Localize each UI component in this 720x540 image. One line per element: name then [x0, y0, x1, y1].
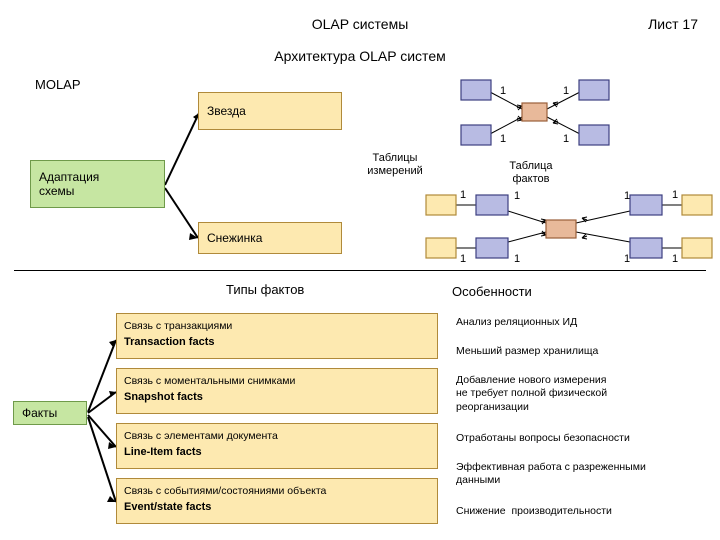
- fact-type-card[interactable]: Связь с элементами документа Line-Item f…: [116, 423, 438, 469]
- svg-text:1: 1: [672, 253, 678, 265]
- fact-type-card[interactable]: Связь с событиями/состояниями объекта Ev…: [116, 478, 438, 524]
- fact-type-ru: Связь с элементами документа: [124, 430, 278, 442]
- box-snowflake-schema[interactable]: Снежинка: [198, 222, 342, 254]
- star-schema-diagram: 1 1 1 1: [460, 79, 610, 146]
- svg-text:1: 1: [624, 190, 630, 202]
- fact-type-en: Line-Item facts: [124, 446, 202, 458]
- svg-text:1: 1: [563, 85, 569, 97]
- feature-item: Снижение производительности: [456, 505, 612, 517]
- svg-text:1: 1: [460, 253, 466, 265]
- feature-item: Отработаны вопросы безопасности: [456, 432, 630, 444]
- svg-text:1: 1: [514, 253, 520, 265]
- page-subtitle: Архитектура OLAP систем: [274, 48, 446, 64]
- svg-text:1: 1: [514, 190, 520, 202]
- fact-type-ru: Связь с событиями/состояниями объекта: [124, 485, 327, 497]
- label-dimension-tables: Таблицы измерений: [367, 152, 423, 177]
- fact-type-ru: Связь с транзакциями: [124, 320, 233, 332]
- feature-item: Меньший размер хранилища: [456, 345, 599, 357]
- label-fact-types: Типы фактов: [226, 282, 305, 297]
- snowflake-schema-diagram: 1 1 1 1 1 1 1 1: [425, 189, 713, 265]
- fact-type-en: Event/state facts: [124, 501, 212, 513]
- box-snowflake-schema-label: Снежинка: [207, 231, 263, 245]
- box-facts[interactable]: Факты: [13, 401, 87, 425]
- box-schema-adaptation[interactable]: Адаптация схемы: [30, 160, 165, 208]
- svg-text:1: 1: [500, 85, 506, 97]
- label-features: Особенности: [452, 284, 532, 299]
- svg-text:1: 1: [672, 189, 678, 201]
- feature-item: Добавление нового измерения не требует п…: [456, 374, 608, 413]
- svg-text:1: 1: [624, 253, 630, 265]
- feature-item: Эффективная работа с разреженными данным…: [456, 461, 646, 487]
- box-schema-adaptation-label: Адаптация схемы: [39, 170, 100, 198]
- label-fact-table: Таблица фактов: [509, 160, 553, 185]
- box-star-schema-label: Звезда: [207, 104, 246, 118]
- fact-type-ru: Связь с моментальными снимками: [124, 375, 296, 387]
- svg-text:1: 1: [460, 189, 466, 201]
- box-star-schema[interactable]: Звезда: [198, 92, 342, 130]
- svg-text:1: 1: [563, 133, 569, 145]
- feature-item: Анализ реляционных ИД: [456, 316, 578, 328]
- fact-type-card[interactable]: Связь с транзакциями Transaction facts: [116, 313, 438, 359]
- svg-text:1: 1: [500, 133, 506, 145]
- page-title: OLAP системы: [311, 16, 409, 32]
- fact-type-en: Snapshot facts: [124, 391, 203, 403]
- fact-type-card[interactable]: Связь с моментальными снимками Snapshot …: [116, 368, 438, 414]
- sheet-number: Лист 17: [648, 16, 698, 32]
- fact-type-en: Transaction facts: [124, 336, 215, 348]
- label-molap: MOLAP: [35, 77, 81, 92]
- box-facts-label: Факты: [22, 406, 58, 420]
- section-divider: [14, 270, 706, 271]
